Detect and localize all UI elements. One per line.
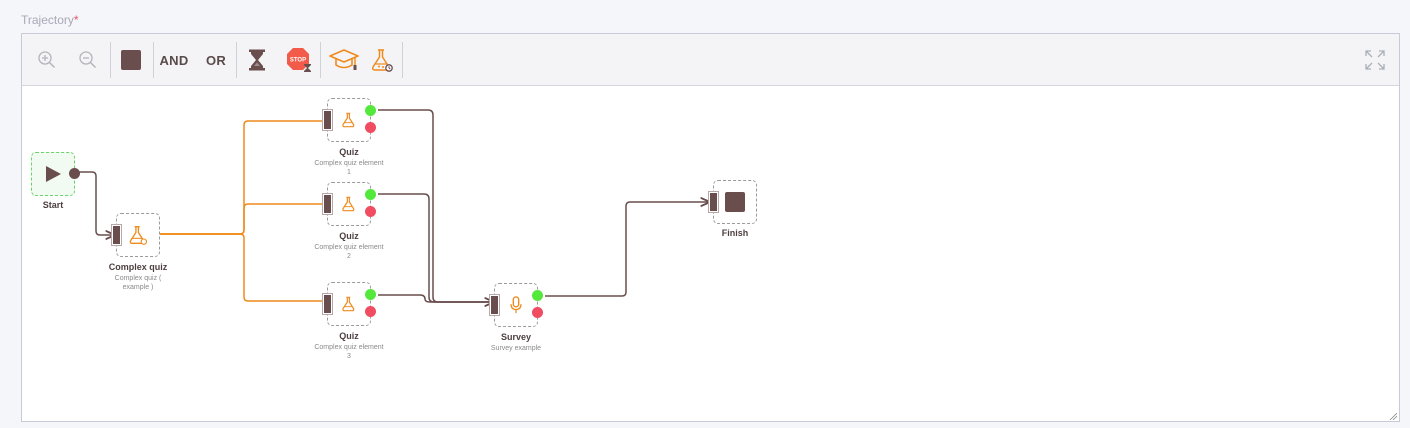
flask-icon xyxy=(342,296,355,312)
node-quiz-3-fail-port[interactable] xyxy=(365,306,376,317)
connection-complex-quiz-quiz2[interactable] xyxy=(160,203,326,235)
node-quiz-1-input-port[interactable] xyxy=(323,110,332,130)
add-course-button[interactable] xyxy=(328,45,360,75)
node-survey-title: Survey xyxy=(500,332,532,342)
square-stop-icon xyxy=(725,192,745,212)
play-icon xyxy=(46,166,61,182)
fullscreen-icon xyxy=(1365,50,1385,70)
or-label: OR xyxy=(205,52,227,68)
fullscreen-button[interactable] xyxy=(1360,45,1390,75)
connections-layer xyxy=(75,109,1399,422)
microphone-icon xyxy=(510,296,522,314)
node-survey-subtitle: Survey example xyxy=(490,345,542,352)
connection-quiz1-survey[interactable] xyxy=(378,109,494,302)
connection-quiz2-survey[interactable] xyxy=(378,193,494,303)
node-survey-fail-port[interactable] xyxy=(532,307,543,318)
add-stop-button[interactable]: STOP xyxy=(284,45,314,75)
node-complex-quiz-input-port[interactable] xyxy=(112,225,121,245)
connection-complex-quiz-quiz3[interactable] xyxy=(160,233,326,302)
flask-icon xyxy=(129,226,148,245)
and-label: AND xyxy=(159,52,189,68)
node-survey-input-port[interactable] xyxy=(490,295,499,315)
add-timer-button[interactable] xyxy=(244,45,270,75)
stop-sign-icon: STOP xyxy=(287,48,311,72)
toolbar-separator xyxy=(320,42,321,78)
flask-icon xyxy=(342,196,355,212)
node-survey[interactable] xyxy=(490,283,543,327)
graduation-cap-icon xyxy=(329,49,359,70)
toolbar-separator xyxy=(402,42,403,78)
trajectory-canvas[interactable]: Start Complex quiz Complex quiz ( exampl… xyxy=(22,86,1399,422)
node-quiz-3-success-port[interactable] xyxy=(365,289,376,300)
connection-survey-finish[interactable] xyxy=(545,202,710,297)
node-quiz-3-subtitle: Complex quiz element 3 xyxy=(314,344,384,360)
node-quiz-3-title: Quiz xyxy=(339,331,359,341)
trajectory-label: Trajectory* xyxy=(21,13,79,27)
node-finish[interactable] xyxy=(709,180,757,224)
node-quiz-1-title: Quiz xyxy=(339,147,359,157)
resize-handle[interactable] xyxy=(1389,412,1397,420)
trajectory-editor: AND OR STOP xyxy=(21,33,1400,422)
connection-quiz3-survey[interactable] xyxy=(378,294,494,303)
toolbar-separator xyxy=(236,42,237,78)
node-finish-title: Finish xyxy=(721,228,749,238)
node-quiz-1-fail-port[interactable] xyxy=(365,122,376,133)
trajectory-label-text: Trajectory xyxy=(21,13,74,27)
node-quiz-2[interactable] xyxy=(323,182,376,226)
node-quiz-2-title: Quiz xyxy=(339,231,359,241)
square-stop-icon xyxy=(121,50,141,70)
editor-toolbar: AND OR STOP xyxy=(22,34,1399,86)
node-quiz-1-subtitle: Complex quiz element 1 xyxy=(314,160,384,176)
add-or-block-button[interactable]: OR xyxy=(202,45,230,75)
node-quiz-1-success-port[interactable] xyxy=(365,105,376,116)
hourglass-icon xyxy=(249,49,265,71)
zoom-in-button[interactable] xyxy=(34,45,60,75)
zoom-out-icon xyxy=(79,51,97,69)
zoom-in-icon xyxy=(38,51,56,69)
node-finish-input-port[interactable] xyxy=(709,192,718,212)
stop-sign-text: STOP xyxy=(290,58,306,64)
node-start[interactable] xyxy=(31,152,80,196)
node-quiz-2-fail-port[interactable] xyxy=(365,206,376,217)
node-quiz-3[interactable] xyxy=(323,282,376,326)
node-start-title: Start xyxy=(42,200,64,210)
toolbar-separator xyxy=(110,42,111,78)
node-quiz-2-subtitle: Complex quiz element 2 xyxy=(314,244,384,260)
toolbar-separator xyxy=(153,42,154,78)
required-mark: * xyxy=(73,13,79,27)
node-quiz-3-input-port[interactable] xyxy=(323,294,332,314)
node-complex-quiz-subtitle: Complex quiz ( example ) xyxy=(114,275,162,291)
flask-icon xyxy=(342,112,355,128)
node-survey-success-port[interactable] xyxy=(532,290,543,301)
node-quiz-1[interactable] xyxy=(323,98,376,142)
zoom-out-button[interactable] xyxy=(75,45,101,75)
connection-start-complex-quiz[interactable] xyxy=(75,171,115,235)
add-and-block-button[interactable]: AND xyxy=(158,45,190,75)
flask-icon xyxy=(372,49,393,72)
node-start-output-port[interactable] xyxy=(69,168,80,179)
node-complex-quiz-title: Complex quiz xyxy=(108,262,168,272)
connection-complex-quiz-quiz1[interactable] xyxy=(160,120,326,235)
add-quiz-button[interactable] xyxy=(368,45,396,75)
add-finish-block-button[interactable] xyxy=(118,45,144,75)
node-quiz-2-success-port[interactable] xyxy=(365,189,376,200)
node-complex-quiz[interactable] xyxy=(112,213,160,257)
node-quiz-2-input-port[interactable] xyxy=(323,194,332,214)
